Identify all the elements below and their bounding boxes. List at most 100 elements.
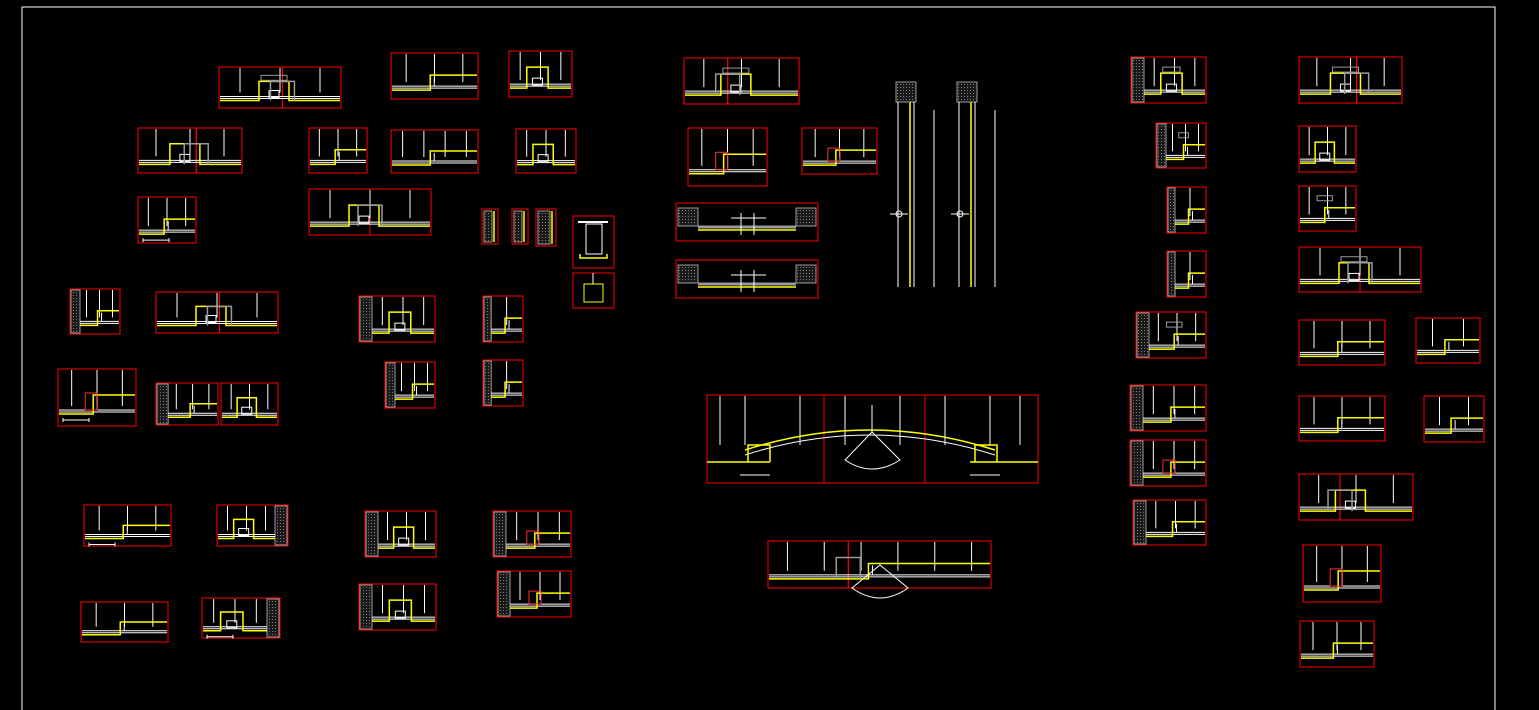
hatch-dot [1140, 464, 1141, 465]
hatch-dot [1164, 129, 1165, 130]
hatch-dot [694, 267, 695, 268]
hatch-dot [163, 422, 164, 423]
hatch-dot [496, 550, 497, 551]
hatch-dot [277, 526, 278, 527]
hatch-dot [1171, 266, 1172, 267]
hatch-dot [545, 213, 546, 214]
hatch-dot [485, 402, 486, 403]
hatch-dot [800, 279, 801, 280]
wall-hatch [1130, 440, 1144, 486]
hatch-dot [485, 213, 486, 214]
hatch-dot [369, 302, 370, 303]
gypsum-profile [1144, 72, 1205, 95]
hatch-dot [485, 372, 486, 373]
hatch-dot [369, 332, 370, 333]
hatch-dot [363, 317, 364, 318]
hatch-dot [506, 610, 507, 611]
hatch-dot [503, 598, 504, 599]
hatch-dot [1141, 348, 1142, 349]
hatch-dot [1147, 321, 1148, 322]
hatch-dot [488, 237, 489, 238]
hatch-dot [900, 96, 901, 97]
hatch-dot [363, 608, 364, 609]
ceiling-detail [508, 50, 573, 98]
hatch-dot [1139, 406, 1140, 407]
hatch-dot [1136, 96, 1137, 97]
wall-hatch [895, 81, 917, 103]
hatch-dot [487, 311, 488, 312]
hatch-dot [539, 222, 540, 223]
hatch-dot [800, 222, 801, 223]
hatch-dot [1158, 126, 1159, 127]
hatch-dot [694, 282, 695, 283]
wall-hatch [1167, 251, 1176, 297]
hatch-dot [909, 87, 910, 88]
hatch-dot [1170, 229, 1171, 230]
hatch-dot [374, 514, 375, 515]
hatch-dot [280, 538, 281, 539]
hatch-dot [163, 416, 164, 417]
hatch-dot [806, 216, 807, 217]
hatch-dot [503, 604, 504, 605]
hatch-dot [73, 307, 74, 308]
hatch-dot [1144, 318, 1145, 319]
wall-hatch [537, 210, 551, 245]
steel-channel [260, 74, 288, 81]
hatch-dot [500, 613, 501, 614]
hatch-dot [685, 222, 686, 223]
detail-frame [496, 570, 572, 618]
hatch-dot [1142, 60, 1143, 61]
hatch-dot [506, 592, 507, 593]
hatch-dot [160, 410, 161, 411]
hatch-dot [691, 276, 692, 277]
hatch-dot [272, 604, 273, 605]
hatch-dot [1161, 129, 1162, 130]
hatch-dot [542, 234, 543, 235]
section-mark [895, 210, 903, 218]
hatch-dot [694, 219, 695, 220]
hatch-dot [682, 210, 683, 211]
ceiling-detail [80, 601, 169, 643]
hatch-dot [500, 601, 501, 602]
wall-fill [1131, 57, 1145, 103]
hatch-dot [1139, 415, 1140, 416]
hatch-dot [280, 508, 281, 509]
hatch-dot [685, 225, 686, 226]
hatch-dot [545, 216, 546, 217]
hatch-dot [496, 538, 497, 539]
hatch-dot [691, 279, 692, 280]
hatch-dot [389, 398, 390, 399]
hatch-dot [502, 526, 503, 527]
hatch-dot [1142, 93, 1143, 94]
hatch-dot [685, 267, 686, 268]
hatch-dot [488, 378, 489, 379]
hatch-dot [679, 225, 680, 226]
hatch-dot [76, 322, 77, 323]
hatch-dot [548, 222, 549, 223]
hatch-dot [166, 410, 167, 411]
hatch-dot [903, 96, 904, 97]
hatch-dot [1140, 542, 1141, 543]
wall-hatch [1156, 123, 1167, 168]
hatch-dot [369, 335, 370, 336]
detail-frame [675, 259, 819, 299]
gypsum-profile [1417, 339, 1479, 356]
hatch-dot [800, 273, 801, 274]
hatch-dot [1147, 330, 1148, 331]
gypsum-profile [491, 381, 522, 398]
hatch-dot [1139, 412, 1140, 413]
gypsum-profile [1166, 144, 1205, 161]
hatch-dot [272, 610, 273, 611]
hatch-dot [1147, 324, 1148, 325]
hatch-dot [1140, 482, 1141, 483]
hatch-dot [1164, 135, 1165, 136]
hatch-dot [272, 607, 273, 608]
ceiling-detail [155, 291, 279, 334]
hatch-dot [682, 273, 683, 274]
hatch-dot [906, 87, 907, 88]
light-fixture [398, 537, 410, 546]
hatch-dot [500, 583, 501, 584]
hatch-dot [496, 517, 497, 518]
hatch-dot [1170, 205, 1171, 206]
hatch-dot [1144, 342, 1145, 343]
